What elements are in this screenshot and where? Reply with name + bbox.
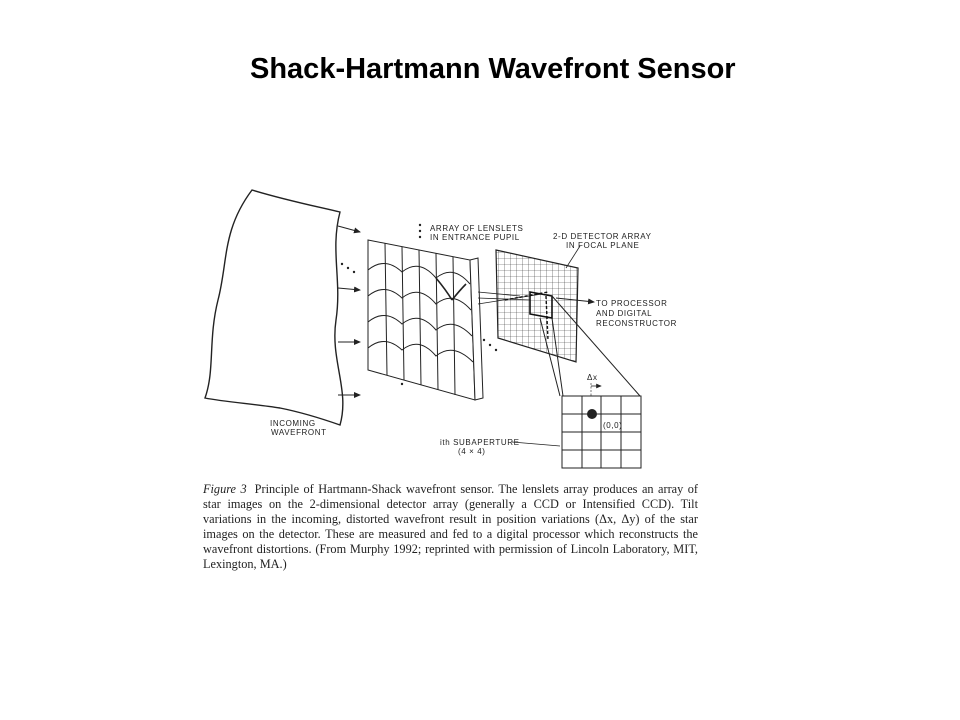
star-image-spot xyxy=(587,409,597,419)
processor-label-line1: TO PROCESSOR xyxy=(596,299,668,308)
lenslets-label-line2: IN ENTRANCE PUPIL xyxy=(430,233,520,242)
wavefront-label-line2: WAVEFRONT xyxy=(271,428,327,437)
processor-label-line3: RECONSTRUCTOR xyxy=(596,319,677,328)
incoming-wavefront-shape xyxy=(204,189,344,426)
origin-label: (0,0) xyxy=(603,421,622,430)
detector-label-line1: 2-D DETECTOR ARRAY xyxy=(553,232,652,241)
figure-caption-text: Principle of Hartmann-Shack wavefront se… xyxy=(203,482,698,571)
subaperture-label-line2: (4 × 4) xyxy=(458,447,486,456)
projection-lines xyxy=(539,295,641,397)
wavefront-label-line1: INCOMING xyxy=(270,419,316,428)
processor-label-line2: AND DIGITAL xyxy=(596,309,652,318)
lenslet-array xyxy=(367,239,484,401)
subaperture-label-line1: ith SUBAPERTURE xyxy=(440,438,520,447)
lenslets-label-line1: ARRAY OF LENSLETS xyxy=(430,224,524,233)
subaperture-grid xyxy=(561,395,642,469)
subaperture-leader-line xyxy=(511,441,561,447)
detector-leader-line xyxy=(565,245,581,269)
delta-x-label: Δx xyxy=(587,373,598,382)
processor-arrow xyxy=(555,297,595,305)
slide-title: Shack-Hartmann Wavefront Sensor xyxy=(250,53,736,85)
wavefront-arrow-2 xyxy=(337,286,361,293)
detector-array xyxy=(495,249,579,363)
wavefront-arrow-1 xyxy=(337,225,361,234)
figure-caption-label: Figure 3 xyxy=(203,482,247,496)
detector-label-line2: IN FOCAL PLANE xyxy=(566,241,639,250)
